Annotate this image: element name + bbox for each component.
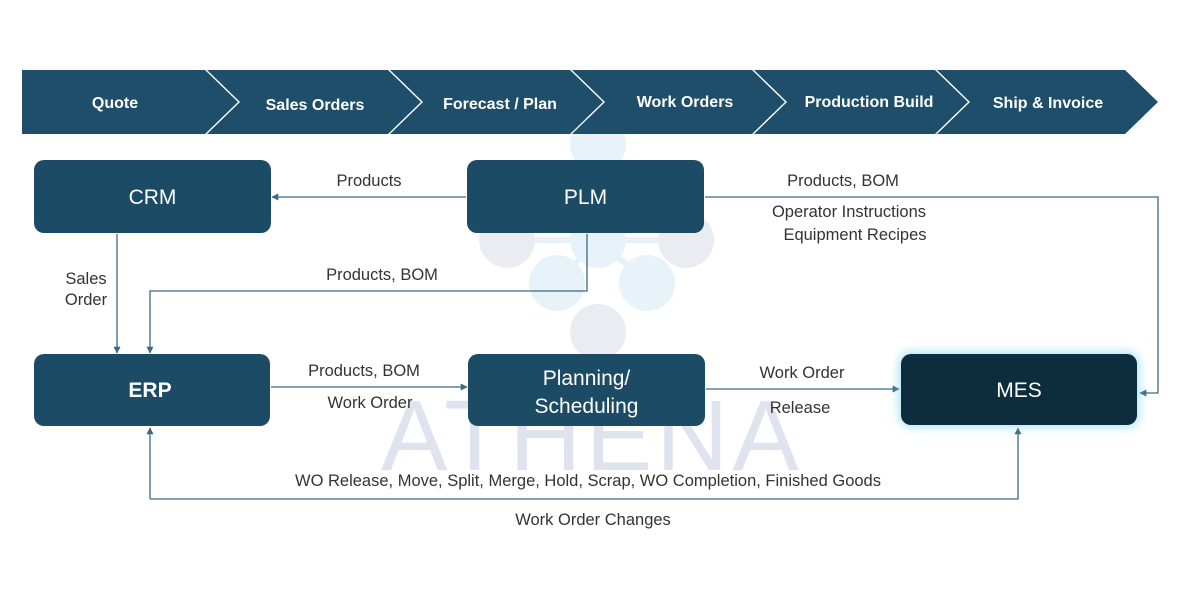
planning-scheduling-box[interactable]: Planning/ Scheduling <box>468 354 705 426</box>
mes-box[interactable]: MES <box>899 352 1139 427</box>
label-plm-to-erp: Products, BOM <box>326 266 438 284</box>
label-planning-to-mes-top: Work Order <box>760 364 845 382</box>
process-step-label: Sales Orders <box>266 97 365 114</box>
label-crm-to-erp-2: Order <box>65 291 108 309</box>
mes-label: MES <box>996 379 1042 402</box>
arrow-erp-to-mes <box>150 427 1022 500</box>
crm-label: CRM <box>129 186 177 209</box>
plm-label: PLM <box>564 186 607 209</box>
process-step-label: Production Build <box>805 94 934 111</box>
molecule-graphic <box>479 116 714 360</box>
erp-label: ERP <box>128 379 171 402</box>
process-step-work-orders: Work Orders <box>572 70 785 134</box>
label-erp-to-planning-top: Products, BOM <box>308 362 420 380</box>
plm-box[interactable]: PLM <box>467 160 704 233</box>
label-plm-to-mes-3: Equipment Recipes <box>783 226 926 244</box>
label-mes-to-erp-events: WO Release, Move, Split, Merge, Hold, Sc… <box>295 472 881 490</box>
flow-connectors <box>113 193 1159 500</box>
erp-box[interactable]: ERP <box>34 354 270 426</box>
label-erp-to-mes-changes: Work Order Changes <box>515 511 671 529</box>
process-step-quote: Quote <box>22 70 238 134</box>
process-step-ship-invoice: Ship & Invoice <box>937 70 1158 134</box>
flow-labels: Products Products, BOM Operator Instruct… <box>65 172 927 529</box>
arrow-plm-to-mes <box>705 196 1159 397</box>
crm-box[interactable]: CRM <box>34 160 271 233</box>
process-step-label: Quote <box>92 95 138 112</box>
process-step-label: Forecast / Plan <box>443 96 557 113</box>
planning-label-line2: Scheduling <box>535 395 639 418</box>
process-step-forecast-plan: Forecast / Plan <box>390 70 603 134</box>
label-crm-to-erp-1: Sales <box>65 270 106 288</box>
process-step-sales-orders: Sales Orders <box>207 70 421 134</box>
process-step-label: Work Orders <box>637 94 734 111</box>
process-bar: Quote Sales Orders Forecast / Plan Work … <box>22 70 1158 134</box>
label-erp-to-planning-bottom: Work Order <box>328 394 413 412</box>
arrow-plm-to-erp <box>146 234 588 354</box>
label-plm-to-crm: Products <box>336 172 401 190</box>
label-plm-to-mes-2: Operator Instructions <box>772 203 926 221</box>
label-planning-to-mes-bottom: Release <box>770 399 831 417</box>
process-step-label: Ship & Invoice <box>993 95 1103 112</box>
planning-label-line1: Planning/ <box>543 367 631 390</box>
process-step-production-build: Production Build <box>754 70 968 134</box>
label-plm-to-mes-1: Products, BOM <box>787 172 899 190</box>
